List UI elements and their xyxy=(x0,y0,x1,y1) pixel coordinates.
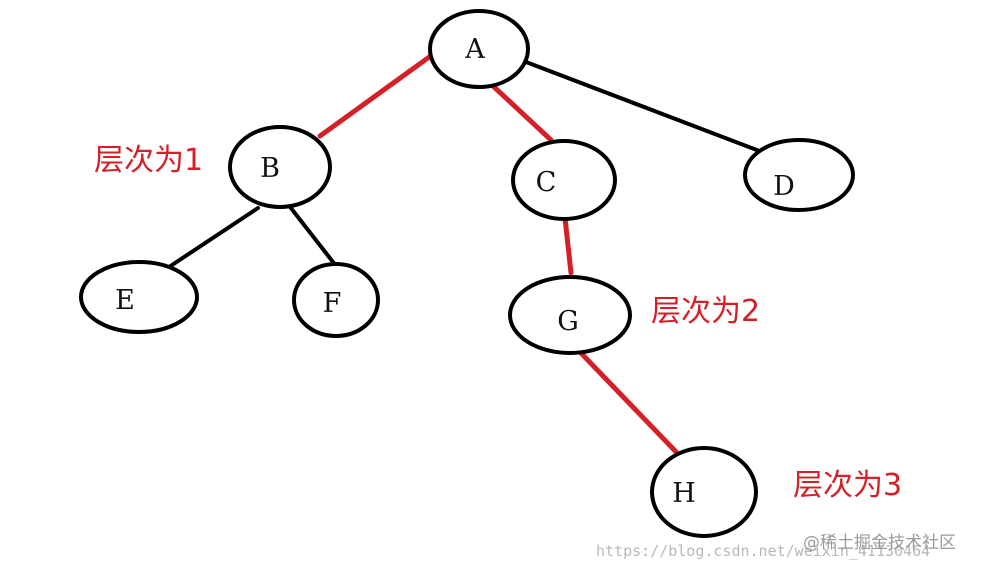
node-d-shape xyxy=(743,138,855,212)
node-b-label: B xyxy=(260,153,280,184)
node-e-shape xyxy=(79,260,199,334)
edge-a-b xyxy=(317,52,435,139)
edge-a-c xyxy=(490,83,554,143)
watermark-url: https://blog.csdn.net/weixin_41130464 xyxy=(596,542,930,560)
node-g: G xyxy=(508,275,632,355)
level-label-1: 层次为1 xyxy=(94,143,203,178)
node-f-label: F xyxy=(323,288,342,319)
nodes: A B C D E F G xyxy=(79,9,855,538)
node-f-shape xyxy=(292,262,380,338)
edges xyxy=(161,52,764,459)
level-labels: 层次为1 层次为2 层次为3 xyxy=(94,143,902,503)
node-g-label: G xyxy=(557,306,579,337)
watermark: https://blog.csdn.net/weixin_41130464 @稀… xyxy=(596,533,956,560)
level-label-2: 层次为2 xyxy=(651,294,760,329)
edge-g-h xyxy=(577,349,683,459)
node-g-shape xyxy=(508,275,632,355)
node-d-label: D xyxy=(773,171,795,202)
node-c-label: C xyxy=(536,167,557,198)
edge-b-e xyxy=(161,206,260,273)
node-d: D xyxy=(743,138,855,212)
edge-b-f xyxy=(285,201,342,273)
node-b-shape xyxy=(228,125,332,209)
node-h-label: H xyxy=(672,478,696,509)
level-label-3: 层次为3 xyxy=(793,468,902,503)
edge-c-g xyxy=(562,215,574,276)
node-h-shape xyxy=(650,446,758,538)
node-a: A xyxy=(428,9,530,89)
node-h: H xyxy=(650,446,758,538)
node-e: E xyxy=(79,260,199,334)
node-a-shape xyxy=(428,9,530,89)
edge-a-d xyxy=(524,60,764,154)
watermark-brand: @稀土掘金技术社区 xyxy=(803,533,956,553)
node-c: C xyxy=(511,139,617,221)
node-b: B xyxy=(228,125,332,209)
node-f: F xyxy=(292,262,380,338)
node-e-label: E xyxy=(115,285,135,316)
node-a-label: A xyxy=(464,34,485,65)
node-c-shape xyxy=(511,139,617,221)
